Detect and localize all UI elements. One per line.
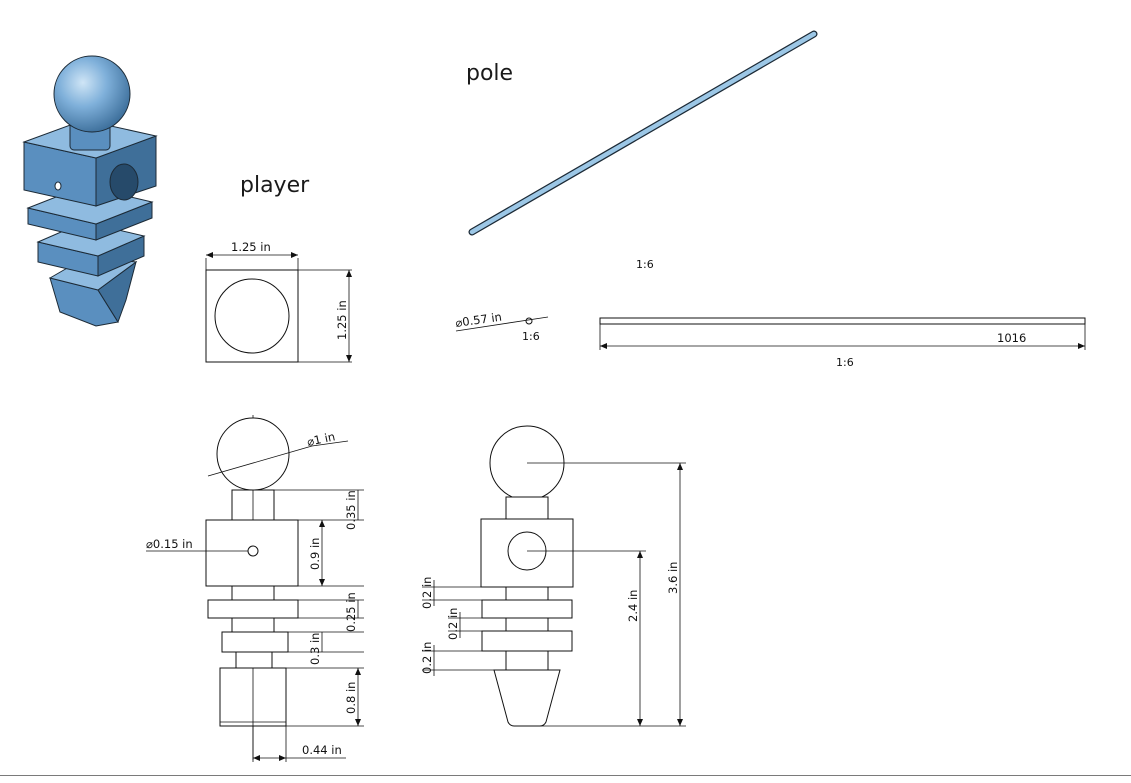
dim-arrow — [346, 355, 352, 362]
dim-arrow — [637, 719, 643, 726]
front-ball — [216, 417, 290, 491]
leader-line — [311, 440, 349, 447]
pole-end-scale: 1:6 — [522, 330, 540, 343]
dim-arrow — [600, 343, 607, 349]
dim-gap-a: 0.2 in — [420, 577, 434, 609]
front-shaft-1 — [231, 585, 275, 601]
side-foot — [493, 669, 561, 727]
dim-disc2-height: 0.3 in — [308, 633, 322, 665]
dim-disc1-height: 0.25 in — [344, 592, 358, 632]
leader-line — [455, 316, 549, 332]
front-disc2 — [221, 631, 289, 653]
pole-side-view: 1016 1:6 — [599, 317, 1086, 369]
side-disc1 — [481, 599, 573, 619]
dim-arrow — [279, 755, 286, 761]
pole-title: pole — [466, 61, 513, 86]
side-neck — [505, 496, 549, 520]
dim-arrow — [637, 551, 643, 558]
sheet-bottom-border — [0, 775, 1131, 776]
pole-side-rect — [599, 317, 1086, 325]
front-shaft-2 — [231, 617, 275, 633]
pole-end-view: ⌀0.57 in 1:6 — [454, 310, 549, 343]
side-shaft-3 — [505, 650, 549, 671]
dim-arrow — [206, 252, 213, 258]
dim-arrow — [355, 668, 361, 675]
dim-gap-c: 0.2 in — [420, 642, 434, 674]
front-disc1 — [207, 599, 299, 619]
dim-neck-height: 0.35 in — [344, 490, 358, 530]
side-shaft-2 — [505, 617, 549, 632]
dim-pole-length: 1016 — [997, 331, 1026, 345]
iso-block-hole-small — [54, 181, 62, 191]
player-front-view: ⌀1 in ⌀0.15 in 0.35 in — [146, 415, 364, 762]
leader-line — [207, 445, 313, 477]
dim-arrow — [355, 719, 361, 726]
player-side-view: 0.2 in 0.2 in 0.2 in 2.4 in 3.6 in — [420, 425, 686, 727]
dim-foot-height: 0.8 in — [344, 682, 358, 714]
front-shaft-3 — [235, 651, 273, 669]
dim-top-height: 1.25 in — [335, 300, 349, 340]
side-disc2 — [481, 630, 573, 652]
player-title: player — [240, 173, 310, 198]
side-shaft-1 — [505, 586, 549, 601]
dim-total-height: 3.6 in — [666, 562, 680, 594]
dim-arrow — [677, 719, 683, 726]
pole-iso-view — [468, 30, 818, 236]
dim-hole-diameter: ⌀0.15 in — [146, 537, 193, 551]
dim-arrow — [319, 579, 325, 586]
iso-block-hole-large — [109, 163, 139, 201]
pole-end-circle — [525, 317, 533, 325]
dim-arrow — [319, 520, 325, 527]
pole-iso-body — [469, 31, 817, 235]
pole-side-scale: 1:6 — [836, 356, 854, 369]
dim-arrow — [1078, 343, 1085, 349]
dim-arrow — [253, 755, 260, 761]
dim-pole-diameter: ⌀0.57 in — [454, 310, 502, 330]
dim-top-width: 1.25 in — [231, 240, 271, 254]
side-block — [480, 518, 574, 588]
dim-arrow — [291, 252, 298, 258]
dim-foot-width: 0.44 in — [302, 743, 342, 757]
dim-arrow — [346, 270, 352, 277]
front-block — [205, 519, 299, 587]
dim-hole-center-height: 2.4 in — [626, 590, 640, 622]
dim-arrow — [677, 463, 683, 470]
top-view-square — [205, 269, 299, 363]
top-view-ball — [214, 278, 290, 354]
player-iso-view — [22, 55, 158, 327]
dim-block-height: 0.9 in — [308, 538, 322, 570]
dim-ball-diameter: ⌀1 in — [306, 429, 337, 449]
player-top-view: 1.25 in 1.25 in — [205, 240, 352, 363]
pole-iso-scale: 1:6 — [636, 258, 654, 271]
dim-gap-b: 0.2 in — [446, 608, 460, 640]
iso-ball — [53, 55, 131, 133]
